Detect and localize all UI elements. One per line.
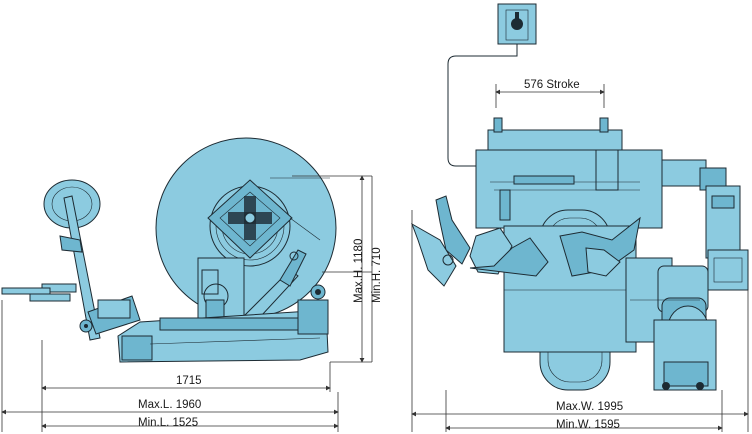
max-width-label: Max.W. 1995 bbox=[556, 401, 623, 413]
min-height-label: Min.H. 710 bbox=[371, 247, 383, 303]
front-view: 576 Stroke bbox=[411, 3, 749, 432]
min-length-label: Min.L. 1525 bbox=[138, 417, 198, 429]
length-1715-label: 1715 bbox=[176, 375, 202, 387]
min-width-label: Min.W. 1595 bbox=[556, 419, 620, 431]
stroke-label: 576 Stroke bbox=[524, 79, 580, 91]
tool-arm bbox=[1, 179, 141, 341]
clamping-head bbox=[207, 177, 330, 259]
max-height-label: Max.H. 1180 bbox=[353, 239, 365, 303]
remote-control bbox=[447, 3, 537, 167]
motor-assembly bbox=[625, 185, 749, 391]
max-length-label: Max.L. 1960 bbox=[138, 399, 201, 411]
side-view: Max.H. 1180 Min.H. 710 1715 Max.L. 1960 … bbox=[1, 137, 383, 432]
bead-tools bbox=[411, 195, 549, 287]
